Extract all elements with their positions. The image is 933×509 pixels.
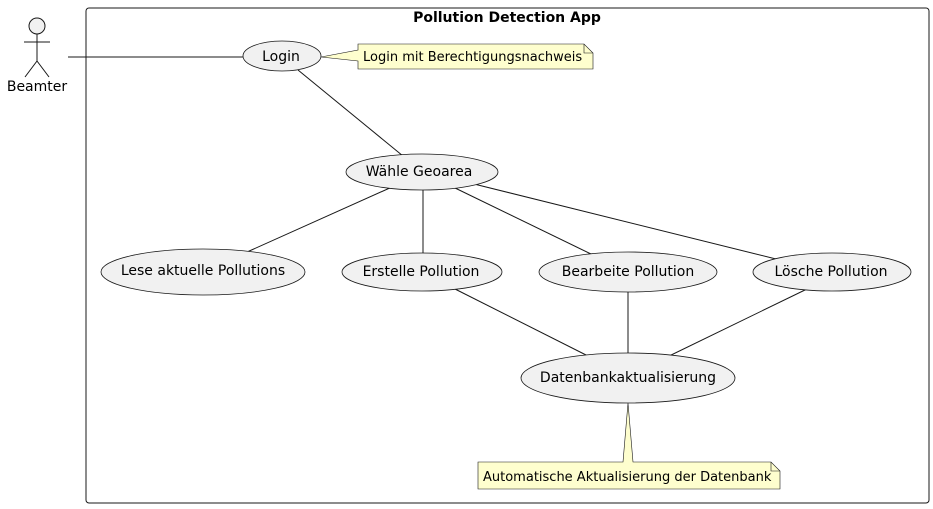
edge-delete-db <box>664 288 808 359</box>
use-case-edit-pollution-label: Bearbeite Pollution <box>562 264 694 280</box>
note-db-update-text: Automatische Aktualisierung der Datenban… <box>483 470 772 485</box>
note-db-update: Automatische Aktualisierung der Datenban… <box>477 402 781 490</box>
actor-label: Beamter <box>7 79 68 95</box>
use-case-create-pollution-label: Erstelle Pollution <box>363 264 480 280</box>
note-login-text: Login mit Berechtigungsnachweis <box>363 50 582 65</box>
edge-geoarea-delete <box>473 183 781 261</box>
use-case-create-pollution[interactable]: Erstelle Pollution <box>341 252 503 292</box>
note-login: Login mit Berechtigungsnachweis <box>320 43 594 70</box>
edge-geoarea-read <box>246 186 393 253</box>
use-case-choose-geoarea-label: Wähle Geoarea <box>366 164 473 180</box>
use-case-delete-pollution[interactable]: Lösche Pollution <box>752 252 912 292</box>
use-case-login-label: Login <box>262 49 300 65</box>
use-case-db-update-label: Datenbankaktualisierung <box>540 370 716 386</box>
edge-geoarea-edit <box>452 186 594 256</box>
associations <box>68 56 808 359</box>
actor-stick-figure <box>24 17 50 78</box>
edge-create-db <box>454 288 591 358</box>
use-case-choose-geoarea[interactable]: Wähle Geoarea <box>345 153 499 191</box>
use-case-read-pollutions-label: Lese aktuelle Pollutions <box>121 263 285 279</box>
system-title: Pollution Detection App <box>413 10 601 26</box>
use-case-read-pollutions[interactable]: Lese aktuelle Pollutions <box>100 248 306 296</box>
use-case-delete-pollution-label: Lösche Pollution <box>774 264 887 280</box>
use-case-login[interactable]: Login <box>242 40 322 72</box>
use-case-edit-pollution[interactable]: Bearbeite Pollution <box>538 251 718 293</box>
actor-beamter[interactable]: Beamter <box>7 17 68 95</box>
use-case-db-update[interactable]: Datenbankaktualisierung <box>520 352 736 404</box>
edge-login-geoarea <box>297 69 404 157</box>
